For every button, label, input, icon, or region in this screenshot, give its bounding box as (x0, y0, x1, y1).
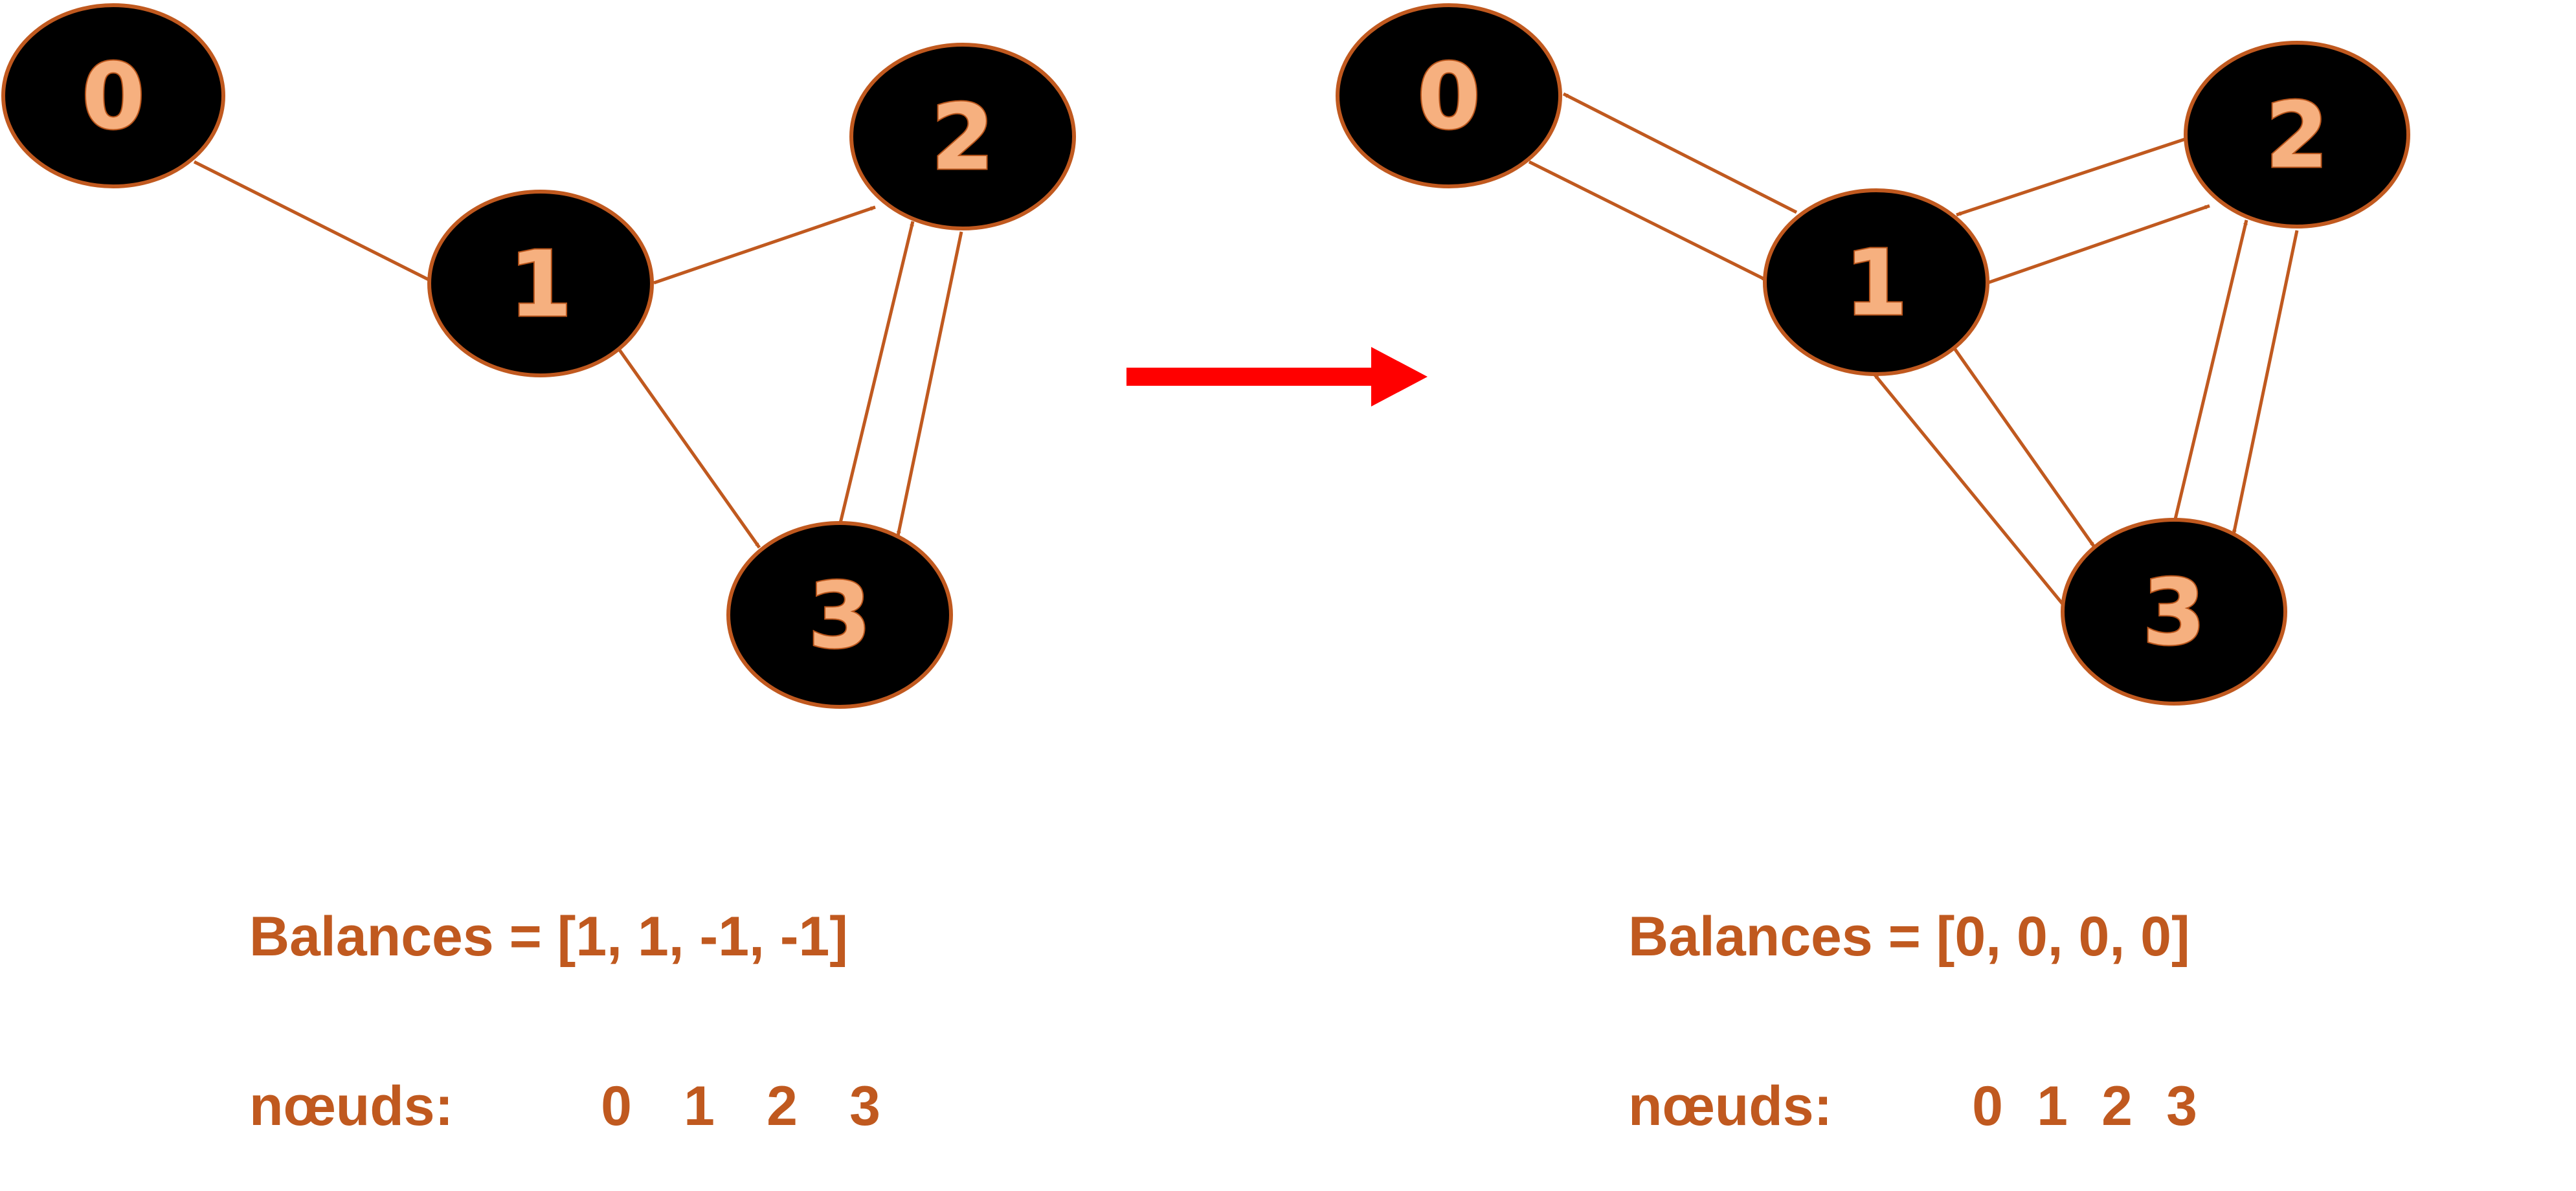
left-caption: Balances = [1, 1, -1, -1] nœuds: 0 1 2 3 (249, 796, 906, 1191)
right-balances: Balances = [0, 0, 0, 0] (1628, 906, 2190, 968)
right-edge-1-0 (1562, 92, 1798, 214)
right-graph: 0 1 2 3 (1336, 3, 2410, 706)
left-node-3: 3 (726, 521, 953, 709)
left-node-1-label: 1 (509, 232, 572, 338)
left-node-1: 1 (427, 190, 654, 377)
right-node-2-label: 2 (2265, 83, 2328, 189)
right-edge-1-2 (1987, 204, 2210, 285)
left-nodes-row: nœuds: 0 1 2 3 (249, 1077, 906, 1135)
left-edge-1-2 (653, 205, 876, 285)
right-edges (1528, 92, 2299, 608)
left-nodes-label: nœuds: (249, 1075, 454, 1137)
right-nodes-label: nœuds: (1628, 1075, 1833, 1137)
left-edge-3-2 (838, 221, 915, 524)
left-node-0-label: 0 (82, 45, 144, 150)
right-node-1-label: 1 (1844, 231, 1907, 337)
right-node-id-1: 1 (2037, 1075, 2068, 1137)
right-node-3-label: 3 (2142, 561, 2205, 666)
left-node-0: 0 (1, 3, 225, 188)
diagram-canvas: 0 1 2 3 0 (1, 3, 2410, 709)
right-node-id-2: 2 (2101, 1075, 2133, 1137)
left-graph: 0 1 2 3 (1, 3, 1076, 709)
right-node-3: 3 (2061, 518, 2287, 706)
left-node-id-0: 0 (601, 1075, 632, 1137)
right-nodes-row: nœuds: 0 1 2 3 (1628, 1077, 2214, 1135)
right-node-2: 2 (2184, 41, 2410, 228)
right-node-1: 1 (1763, 188, 1989, 376)
left-edge-1-3 (616, 347, 761, 549)
left-node-id-1: 1 (684, 1075, 715, 1137)
left-node-2: 2 (849, 43, 1076, 230)
right-edge-2-1 (1956, 137, 2188, 217)
right-node-id-0: 0 (1972, 1075, 2003, 1137)
right-edge-1-3 (1952, 346, 2096, 548)
right-node-id-3: 3 (2166, 1075, 2197, 1137)
left-edges (193, 160, 963, 549)
right-node-0: 0 (1336, 3, 1562, 188)
right-edge-2-3 (2232, 230, 2299, 535)
left-edge-2-3 (896, 231, 963, 537)
left-node-id-3: 3 (849, 1075, 880, 1137)
transition-arrow (1126, 347, 1428, 406)
right-edge-3-2 (2173, 219, 2248, 520)
left-node-2-label: 2 (931, 85, 994, 191)
right-edge-3-1 (1873, 373, 2066, 608)
right-node-0-label: 0 (1417, 45, 1480, 150)
left-balances: Balances = [1, 1, -1, -1] (249, 906, 848, 968)
left-node-id-2: 2 (767, 1075, 798, 1137)
right-caption: Balances = [0, 0, 0, 0] nœuds: 0 1 2 3 (1628, 796, 2214, 1191)
left-node-3-label: 3 (808, 564, 871, 669)
right-edge-0-1 (1528, 160, 1768, 282)
left-edge-0-1 (193, 160, 435, 284)
